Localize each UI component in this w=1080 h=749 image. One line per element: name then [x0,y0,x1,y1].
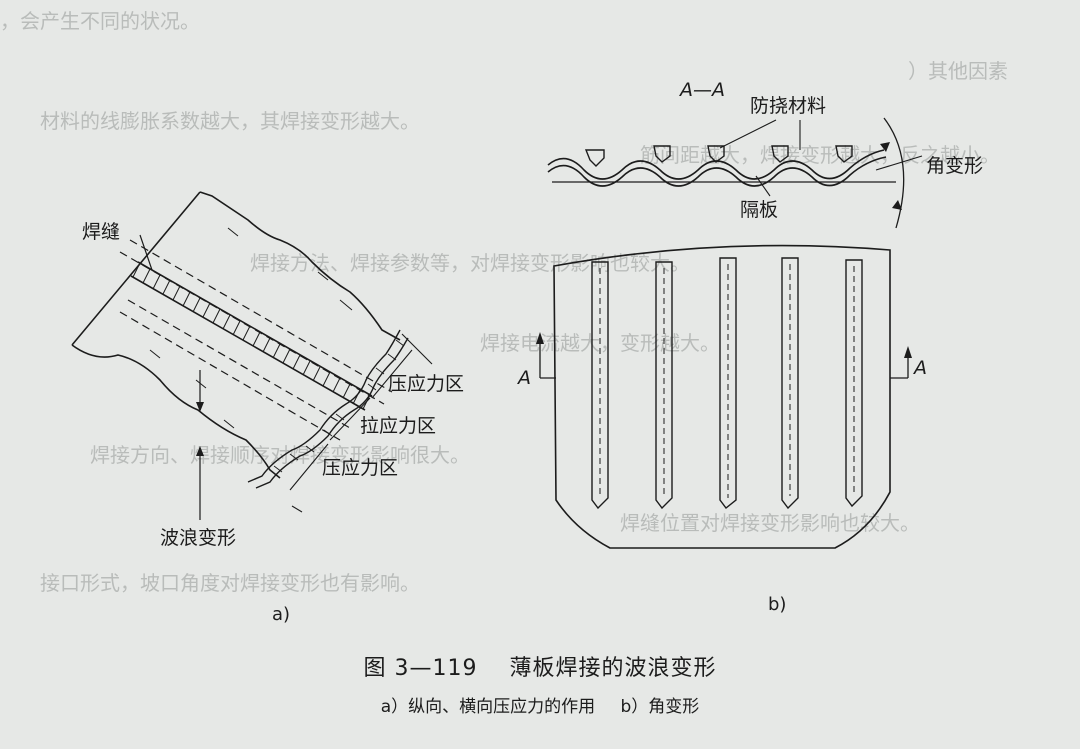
zone-dashed-upper [119,239,393,405]
label-angular: 角变形 [926,155,983,177]
label-material: 防挠材料 [750,95,826,117]
rib-4 [781,257,799,510]
label-wave: 波浪变形 [160,527,236,549]
background-text: ，会产生不同的状况。 ）其他因素 材料的线膨胀系数越大，其焊接变形越大。 筋间距… [0,9,1008,595]
rib-3 [719,257,737,509]
angular-arc [883,117,905,229]
weld-hatching [132,262,371,410]
diagram-b [536,117,923,549]
rib-5 [845,259,863,508]
edge-section [247,329,409,489]
stiffeners [584,145,853,167]
bg-line-7: 焊接方向、焊接顺序对焊接变形影响很大。 [90,443,470,467]
bg-line-5: 焊接方法、焊接参数等，对焊接变形影响也较大。 [250,251,690,275]
stiffener-3 [707,145,725,163]
diagram-b-labels: A—A 防挠材料 角变形 隔板 A A b) [516,79,983,615]
rib-centerlines [599,264,855,498]
stiffener-1 [584,149,605,167]
sub-label-a: a) [272,604,290,625]
diagram-a-labels: 焊缝 压应力区 拉应力区 压应力区 波浪变形 a) [82,221,464,625]
bg-line-2: ）其他因素 [908,59,1008,83]
ribs [591,257,863,510]
subcaption-a: a）纵向、横向压应力的作用 [380,697,596,717]
material-leaders [719,119,801,150]
label-tension: 拉应力区 [360,415,436,437]
rib-2 [655,261,673,510]
edge-section-hatch [273,339,405,473]
partition-leader [755,175,771,197]
label-section: A—A [678,79,725,101]
plate-tick-marks [149,227,353,429]
stiffener-4 [771,145,789,163]
label-arrow-left: A [516,367,531,389]
subcaption-b: b）角变形 [620,697,700,717]
angular-leader [875,155,923,171]
figure-number: 图 3—119 [363,656,478,681]
stiffener-5 [835,145,853,163]
label-arrow-right: A [912,357,927,379]
figure-caption: 图 3—119 薄板焊接的波浪变形 [0,650,1080,682]
bg-line-8: 焊缝位置对焊接变形影响也较大。 [620,511,920,535]
bg-line-4: 筋间距越大，焊接变形越大，反之越小。 [640,143,1000,167]
sub-label-b: b) [768,594,786,615]
label-partition: 隔板 [740,199,778,221]
bg-line-9: 接口形式，坡口角度对焊接变形也有影响。 [40,571,420,595]
bg-line-3: 材料的线膨胀系数越大，其焊接变形越大。 [40,109,420,133]
plate-outline [71,191,401,479]
label-compress-bottom: 压应力区 [322,457,398,479]
panel-outline [553,244,891,549]
rib-1 [591,261,609,510]
stress-dim-lines [289,333,433,513]
bg-line-1: ，会产生不同的状况。 [0,9,200,33]
stiffener-2 [653,145,671,163]
zone-dashed-lower [119,299,351,441]
figure-title: 薄板焊接的波浪变形 [509,656,717,681]
label-compress-top: 压应力区 [388,373,464,395]
label-weld: 焊缝 [82,221,120,243]
diagram-a [71,191,433,520]
weld-leader [139,234,153,271]
figure-subcaption: a）纵向、横向压应力的作用 b）角变形 [0,692,1080,717]
